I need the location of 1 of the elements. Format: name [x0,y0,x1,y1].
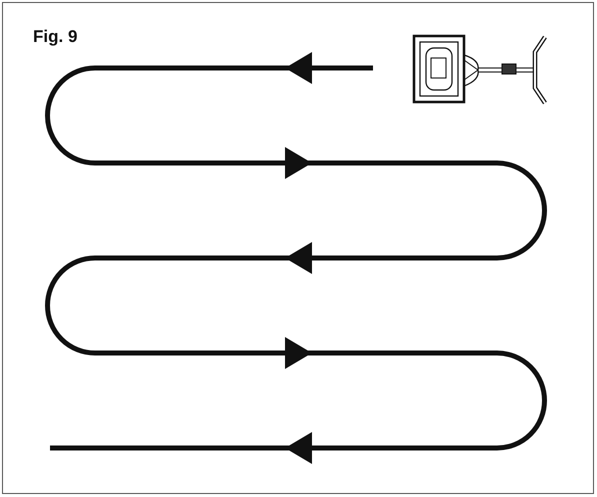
figure-title: Fig. 9 [33,27,78,47]
